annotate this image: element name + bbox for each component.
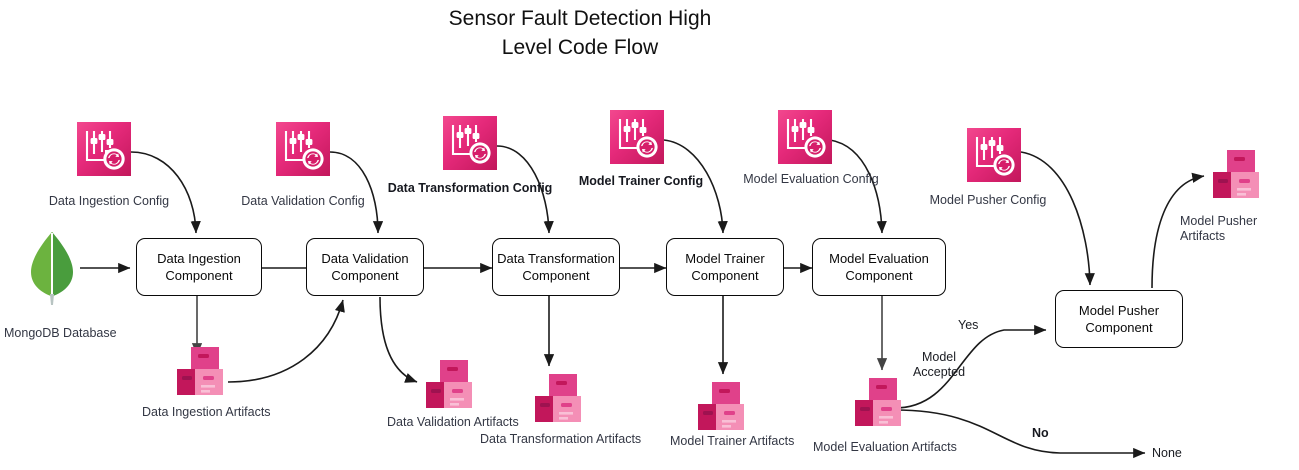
wire-ingestion-config — [130, 151, 201, 234]
wire-validation-to-artifacts — [379, 296, 418, 383]
model-pusher-artifacts-label: Model Pusher Artifacts — [1180, 214, 1258, 243]
model-evaluation-config-label: Model Evaluation Config — [743, 172, 879, 186]
model-pusher-artifacts-icon[interactable] — [1211, 148, 1267, 202]
component-model-evaluation[interactable]: Model Evaluation Component — [812, 238, 946, 296]
wire-pusher-config — [1020, 151, 1095, 286]
data-transformation-config-icon[interactable] — [443, 116, 497, 170]
model-evaluation-config-icon[interactable] — [778, 110, 832, 164]
component-model-pusher[interactable]: Model Pusher Component — [1055, 290, 1183, 348]
data-transformation-artifacts-label: Data Transformation Artifacts — [480, 432, 642, 446]
model-trainer-artifacts-icon[interactable] — [696, 380, 752, 434]
component-data-ingestion[interactable]: Data Ingestion Component — [136, 238, 262, 296]
data-ingestion-artifacts-label: Data Ingestion Artifacts — [142, 405, 271, 419]
decision-no-label: No — [1032, 426, 1049, 440]
data-validation-config-icon[interactable] — [276, 122, 330, 176]
model-evaluation-artifacts-icon[interactable] — [853, 376, 909, 430]
data-ingestion-artifacts-icon[interactable] — [175, 345, 231, 399]
wire-ingestion-artifacts-to-validation — [227, 299, 345, 383]
model-trainer-config-label: Model Trainer Config — [578, 174, 704, 188]
data-ingestion-config-icon[interactable] — [77, 122, 131, 176]
data-validation-config-label: Data Validation Config — [241, 194, 365, 208]
model-trainer-config-icon[interactable] — [610, 110, 664, 164]
decision-none-target-label: None — [1152, 446, 1182, 460]
component-model-trainer[interactable]: Model Trainer Component — [666, 238, 784, 296]
decision-condition-label: Model Accepted — [912, 350, 966, 379]
data-ingestion-config-label: Data Ingestion Config — [48, 194, 170, 208]
model-evaluation-artifacts-label: Model Evaluation Artifacts — [813, 440, 957, 454]
component-data-transformation[interactable]: Data Transformation Component — [492, 238, 620, 296]
model-pusher-config-icon[interactable] — [967, 128, 1021, 182]
wire-validation-config — [329, 151, 384, 234]
data-validation-artifacts-icon[interactable] — [424, 358, 480, 412]
decision-yes-label: Yes — [958, 318, 979, 332]
mongodb-leaf-icon — [25, 230, 79, 306]
page-title: Sensor Fault Detection High Level Code F… — [448, 7, 712, 59]
data-transformation-config-label: Data Transformation Config — [387, 181, 553, 195]
model-trainer-artifacts-label: Model Trainer Artifacts — [670, 434, 795, 448]
data-validation-artifacts-label: Data Validation Artifacts — [387, 415, 519, 429]
model-pusher-config-label: Model Pusher Config — [929, 193, 1047, 207]
mongodb-database-label: MongoDB Database — [4, 326, 117, 340]
component-data-validation[interactable]: Data Validation Component — [306, 238, 424, 296]
data-transformation-artifacts-icon[interactable] — [533, 372, 589, 426]
